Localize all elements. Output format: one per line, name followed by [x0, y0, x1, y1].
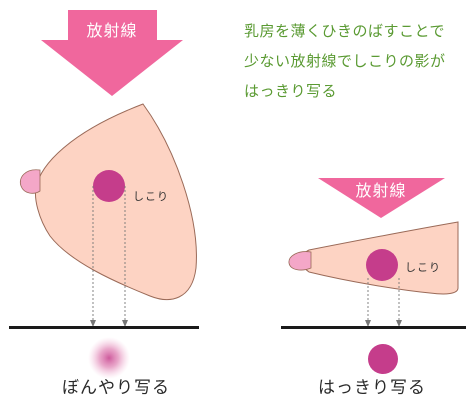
description-text: 乳房を薄くひきのばすことで 少ない放射線でしこりの影が はっきり写る	[244, 16, 464, 106]
left-lump-label: しこり	[133, 190, 169, 203]
left-xray-label: 放射線	[86, 21, 137, 40]
right-breast: しこり	[288, 221, 459, 295]
right-lump	[366, 249, 398, 281]
right-projection-lines	[367, 278, 400, 322]
left-projection-arrowhead-1	[90, 320, 96, 327]
right-detector-plate	[281, 326, 466, 329]
description-line-3: はっきり写る	[244, 82, 338, 100]
left-breast: しこり	[19, 103, 197, 300]
left-nipple	[19, 169, 41, 194]
description-line-1: 乳房を薄くひきのばすことで	[244, 22, 446, 40]
right-arrow-shape	[318, 178, 445, 218]
caption-clear: はっきり写る	[318, 378, 426, 398]
caption-blurred: ぼんやり写る	[62, 378, 170, 398]
right-nipple	[288, 251, 312, 271]
right-projection-arrowhead-2	[396, 320, 402, 327]
left-lump	[93, 170, 125, 202]
left-detector-plate	[9, 326, 199, 329]
left-projection-arrowhead-2	[122, 320, 128, 327]
left-breast-shape	[35, 103, 197, 300]
left-blurred-shadow	[88, 337, 130, 379]
right-xray-label: 放射線	[355, 181, 406, 200]
left-xray-arrow: 放射線	[41, 10, 183, 96]
right-lump-label: しこり	[405, 261, 441, 274]
right-clear-shadow	[368, 344, 398, 374]
left-arrow-shape	[41, 10, 183, 96]
left-projection-lines	[92, 186, 126, 322]
right-xray-arrow: 放射線	[318, 178, 445, 218]
right-projection-arrowhead-1	[365, 320, 371, 327]
description-line-2: 少ない放射線でしこりの影が	[244, 52, 446, 70]
